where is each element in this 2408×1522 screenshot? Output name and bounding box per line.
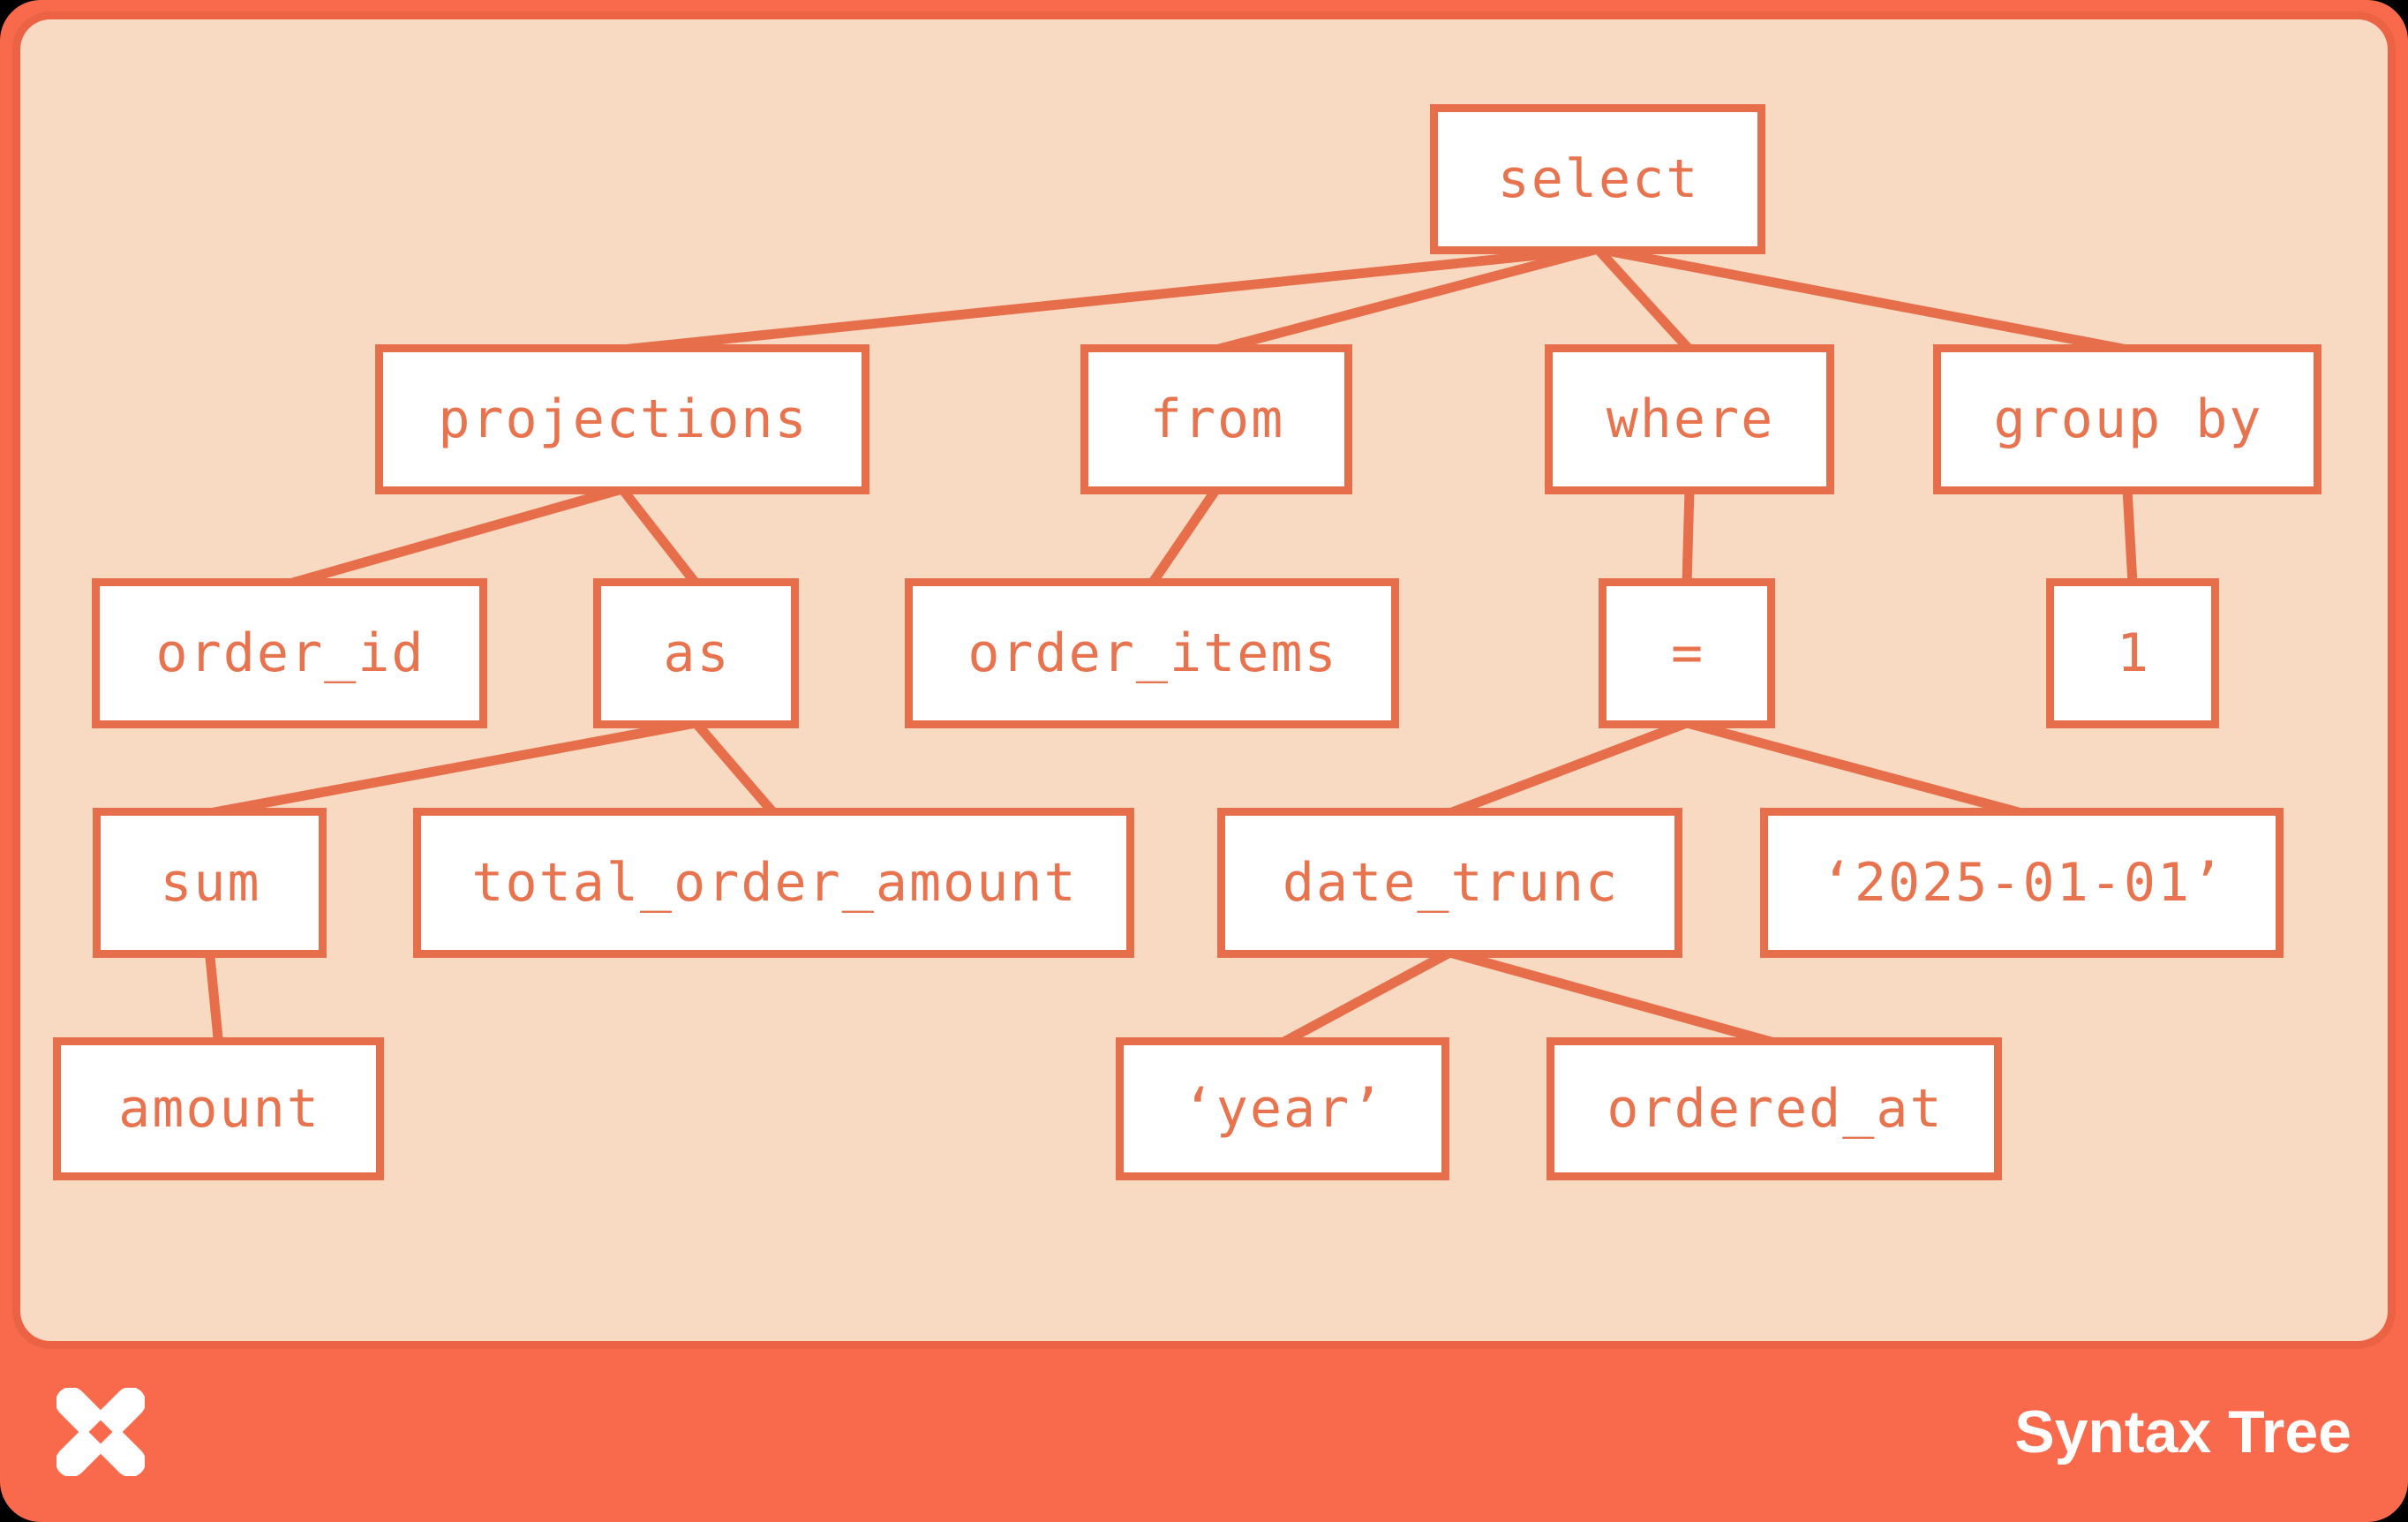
tree-node-year_literal: ‘year’ (1116, 1037, 1449, 1180)
tree-node-select: select (1430, 104, 1765, 254)
edge-select-where (1593, 245, 1694, 353)
brand-label: Syntax Tree (2014, 1398, 2352, 1465)
tree-node-date_trunc: date_trunc (1217, 808, 1682, 958)
tree-node-sum: sum (93, 808, 327, 958)
footer-bar: Syntax Tree (0, 1342, 2408, 1522)
tree-node-from: from (1080, 344, 1352, 494)
edge-sum-amount (205, 952, 223, 1044)
tree-node-order_items: order_items (905, 578, 1399, 728)
edge-projections-order_id (288, 484, 624, 589)
edge-from-order_items (1148, 486, 1221, 587)
tree-node-one: 1 (2046, 578, 2219, 728)
edge-eq-date_literal (1685, 718, 2023, 818)
tree-node-group_by: group by (1933, 344, 2321, 494)
edge-group_by-one (2122, 488, 2138, 584)
edge-date_trunc-year_literal (1280, 948, 1453, 1047)
tree-node-eq: = (1599, 578, 1775, 728)
edge-eq-date_trunc (1448, 718, 1689, 818)
edge-select-group_by (1596, 244, 2129, 355)
edge-projections-as (618, 486, 700, 587)
tree-node-total_order_amount: total_order_amount (413, 808, 1134, 958)
tree-node-amount: amount (53, 1037, 384, 1180)
edge-date_trunc-ordered_at (1449, 947, 1776, 1048)
x-pinwheel-logo-icon (56, 1388, 145, 1476)
edge-as-total_order_amount (692, 720, 778, 817)
tree-node-date_literal: ‘2025-01-01’ (1760, 808, 2284, 958)
tree-node-as: as (593, 578, 799, 728)
tree-node-projections: projections (375, 344, 869, 494)
edge-where-eq (1682, 488, 1695, 584)
edge-select-projections (621, 244, 1599, 355)
tree-node-order_id: order_id (92, 578, 487, 728)
tree-node-where: where (1545, 344, 1834, 494)
tree-node-ordered_at: ordered_at (1546, 1037, 2002, 1180)
edge-as-sum (208, 718, 697, 818)
edge-select-from (1215, 244, 1599, 355)
